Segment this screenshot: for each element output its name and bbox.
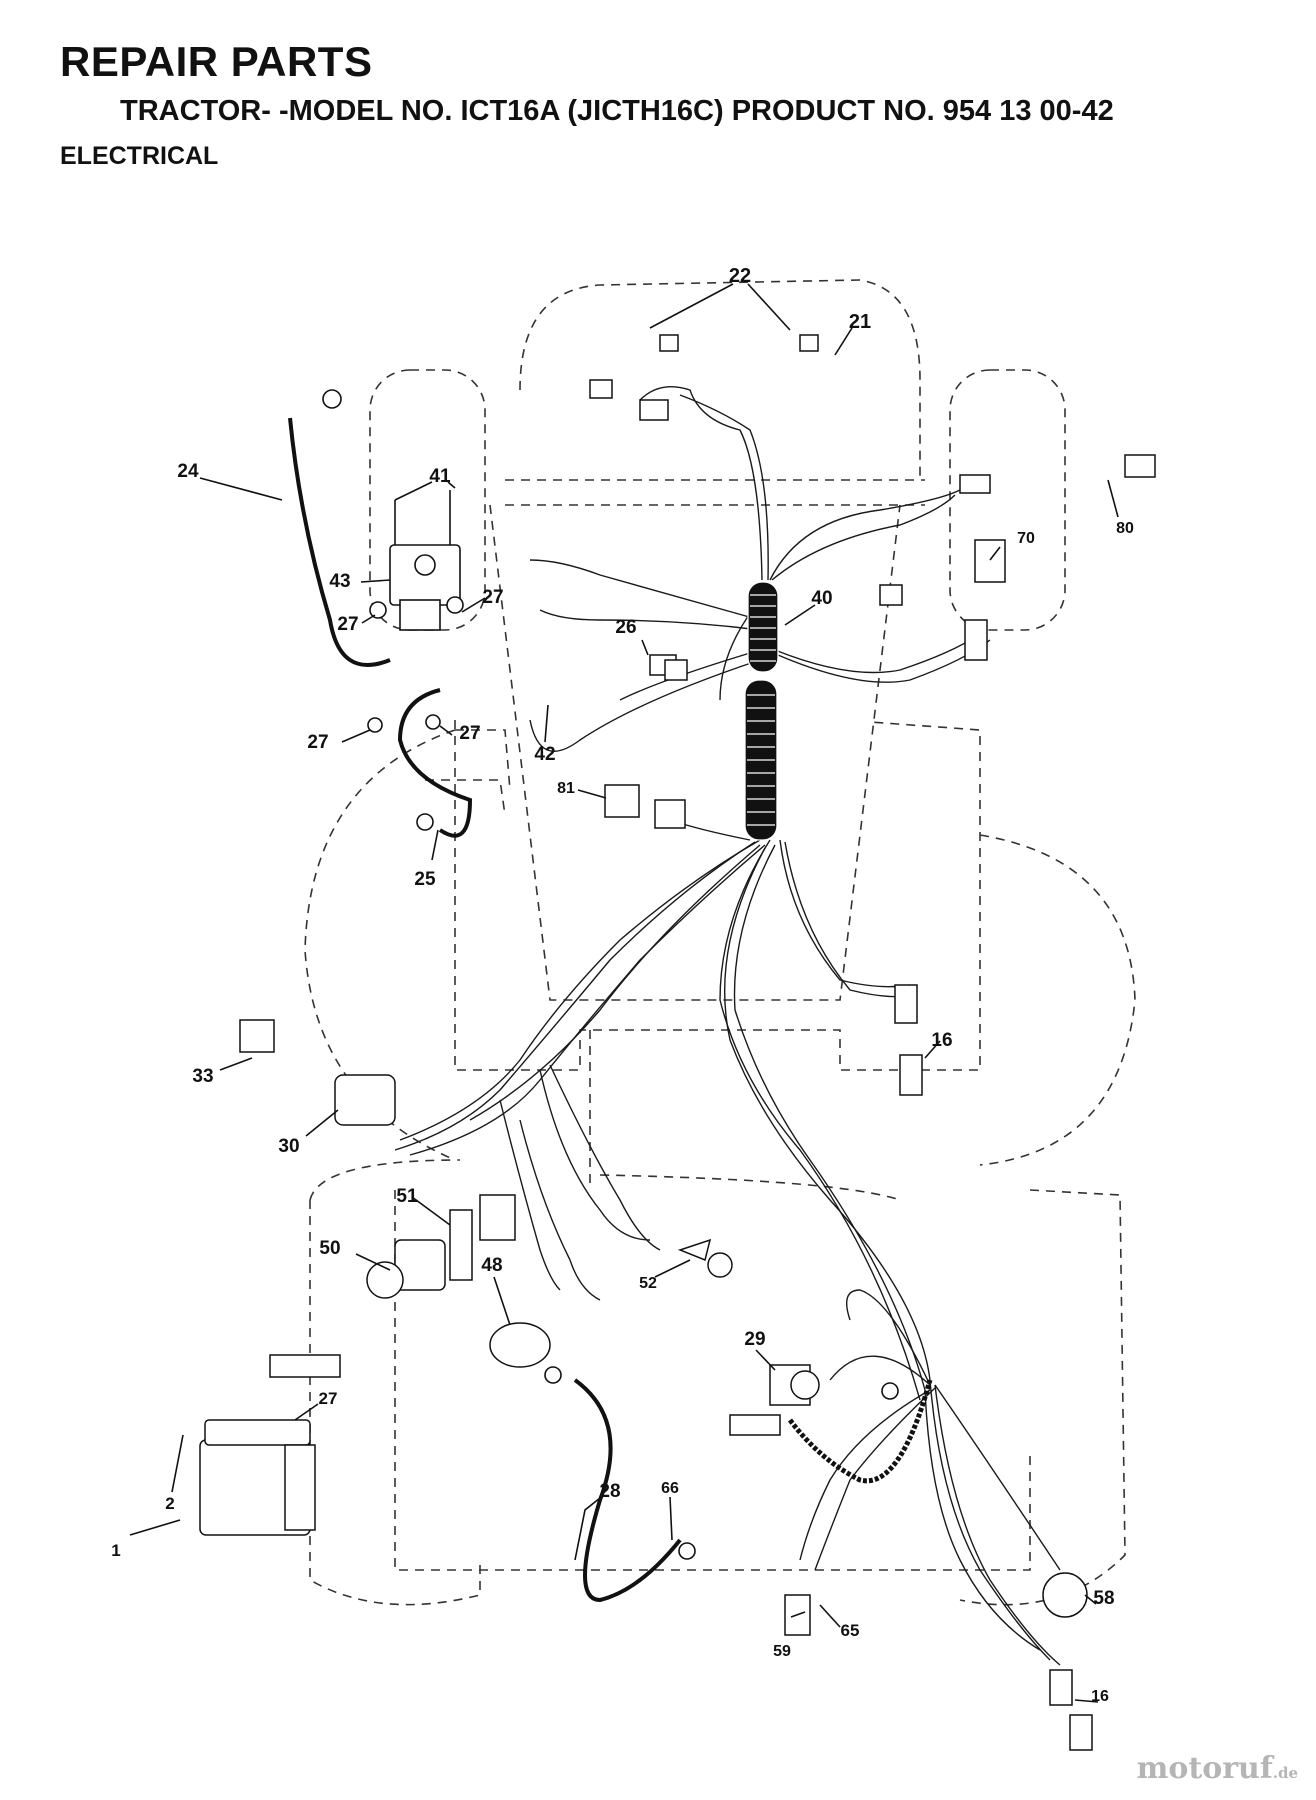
callout-27-b: 27 — [337, 614, 358, 635]
callout-21: 21 — [849, 311, 871, 333]
callout-22: 22 — [729, 265, 751, 287]
callout-33: 33 — [192, 1066, 213, 1087]
ring-terminals — [322, 389, 899, 1560]
watermark-name: motoruf — [1136, 1751, 1273, 1786]
callout-16-lower: 16 — [1091, 1688, 1109, 1705]
callout-80: 80 — [1116, 520, 1134, 537]
callout-48: 48 — [481, 1255, 502, 1276]
callout-27-e: 27 — [319, 1389, 338, 1408]
battery-cables — [288, 417, 682, 1603]
callout-70: 70 — [1017, 530, 1035, 547]
key-33 — [239, 1019, 275, 1053]
page-title: REPAIR PARTS — [60, 38, 373, 85]
watermark-logo: motoruf.de — [1137, 1751, 1298, 1786]
callout-30: 30 — [278, 1136, 299, 1157]
callout-27-a: 27 — [482, 587, 503, 608]
tractor-outline — [304, 279, 1136, 1606]
watermark-tld: .de — [1272, 1764, 1298, 1782]
callout-43: 43 — [329, 571, 350, 592]
callout-2: 2 — [165, 1494, 174, 1513]
callout-16-upper: 16 — [931, 1030, 952, 1051]
switch-16-lower — [1069, 1714, 1093, 1751]
connector-52 — [677, 1238, 712, 1262]
callout-41: 41 — [429, 466, 451, 487]
callout-51: 51 — [396, 1186, 418, 1207]
callout-27-c: 27 — [307, 732, 328, 753]
model-subtitle: TRACTOR- -MODEL NO. ICT16A (JICTH16C) PR… — [120, 95, 1114, 127]
sleeve-ribs — [747, 594, 776, 826]
components — [199, 334, 1156, 1751]
callout-58: 58 — [1093, 1588, 1114, 1609]
callout-27-d: 27 — [459, 723, 480, 744]
callout-24: 24 — [177, 461, 199, 482]
harness-sleeve — [744, 581, 779, 841]
callout-66: 66 — [661, 1480, 679, 1497]
callout-28: 28 — [599, 1481, 620, 1502]
callout-42: 42 — [534, 744, 555, 765]
callout-25: 25 — [414, 869, 436, 890]
leader-lines — [129, 283, 1119, 1703]
callout-29: 29 — [744, 1329, 765, 1350]
callout-52: 52 — [639, 1275, 657, 1292]
lower-coiled-harness — [788, 1379, 933, 1484]
connector-21 — [589, 379, 613, 399]
plug-51 — [479, 1194, 516, 1241]
relay-81 — [604, 784, 640, 818]
ignition-switch-30 — [334, 1074, 396, 1126]
switch-16-upper — [899, 1054, 923, 1096]
section-label: ELECTRICAL — [60, 142, 219, 170]
callout-40: 40 — [811, 588, 832, 609]
callout-labels: 22 21 24 41 43 27 27 27 27 42 26 40 70 8… — [111, 265, 1134, 1705]
relay-70 — [974, 539, 1006, 583]
starter-solenoid — [367, 490, 464, 733]
callout-50: 50 — [319, 1238, 340, 1259]
callout-81: 81 — [557, 780, 575, 797]
callout-1: 1 — [111, 1541, 120, 1560]
hour-meter-58 — [1042, 1572, 1088, 1618]
main-wire-harness — [394, 386, 1061, 1666]
callout-59: 59 — [773, 1643, 791, 1660]
callout-65: 65 — [841, 1621, 860, 1640]
light-48 — [489, 1322, 551, 1368]
callout-26: 26 — [615, 617, 636, 638]
